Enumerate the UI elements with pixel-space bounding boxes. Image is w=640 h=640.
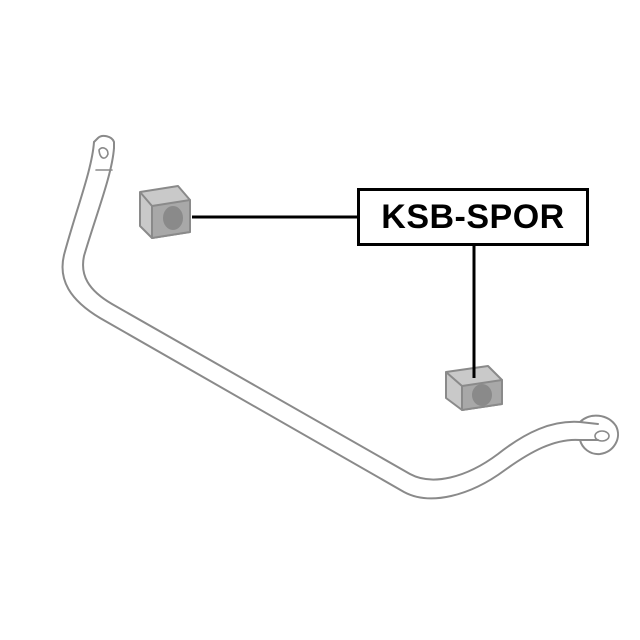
stabilizer-bar-inner-edge [82, 147, 599, 481]
upper-bushing [139, 185, 191, 239]
stabilizer-bar-outer-edge [61, 141, 599, 500]
stabilizer-bar-left-end [93, 134, 115, 149]
part-number-label: KSB-SPOR [357, 188, 589, 246]
leader-lines [192, 215, 476, 378]
stabilizer-bar [61, 134, 619, 500]
stabilizer-bar-left-end-hole [98, 147, 109, 159]
upper-bushing-bore [163, 206, 183, 230]
lower-bushing [445, 365, 503, 411]
lower-bushing-top-line [445, 371, 463, 387]
upper-bushing-top-line [139, 191, 153, 207]
stabilizer-bar-right-end-hole [594, 430, 610, 442]
lower-bushing-bore [472, 384, 492, 406]
stabilizer-bar-right-end [579, 414, 619, 456]
